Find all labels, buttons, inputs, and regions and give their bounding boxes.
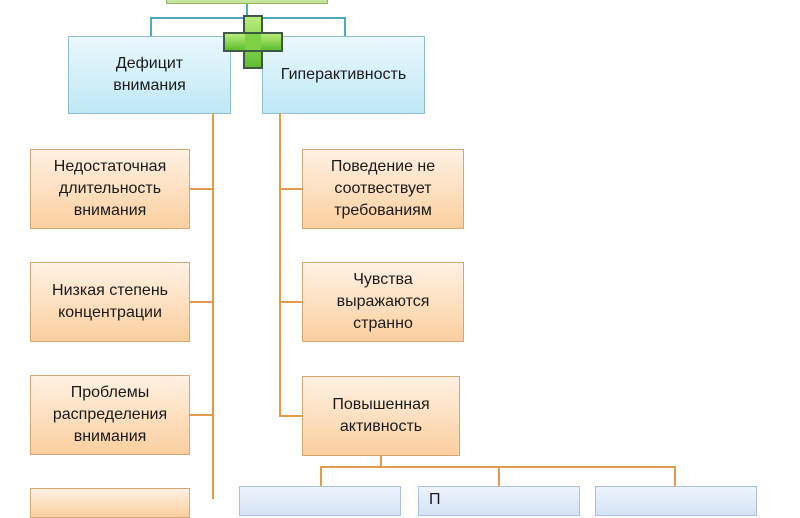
- bottom-item-2-label: П: [429, 491, 441, 508]
- left-branch-3: [190, 414, 214, 416]
- right-branch-3: [279, 415, 302, 417]
- bottom-drop: [380, 456, 382, 468]
- right-branch-2: [279, 301, 302, 303]
- connector-top-right-drop: [344, 17, 346, 37]
- right-spine: [279, 114, 281, 417]
- left-item-3: Проблемы распределения внимания: [30, 375, 190, 455]
- left-branch-2: [190, 301, 214, 303]
- left-branch-1: [190, 188, 214, 190]
- left-item-2: Низкая степень концентрации: [30, 262, 190, 342]
- right-item-2: Чувства выражаются странно: [302, 262, 464, 342]
- right-item-1-label: Поведение не соотвествует требованиям: [330, 158, 436, 219]
- left-item-1-label: Недостаточная длительность внимания: [53, 158, 167, 219]
- top-box: [166, 0, 328, 4]
- right-item-1: Поведение не соотвествует требованиям: [302, 149, 464, 229]
- plus-icon: [223, 15, 283, 69]
- left-item-4: [30, 488, 190, 518]
- left-item-3-label: Проблемы распределения внимания: [52, 384, 168, 445]
- right-branch-1: [279, 188, 302, 190]
- left-spine: [212, 114, 214, 499]
- left-item-2-label: Низкая степень концентрации: [52, 282, 168, 321]
- right-category-label: Гиперактивность: [280, 66, 407, 83]
- right-item-2-label: Чувства выражаются странно: [336, 271, 430, 332]
- bottom-mid-drop: [498, 466, 500, 486]
- bottom-item-2: П: [418, 486, 580, 516]
- right-item-3-label: Повышенная активность: [332, 396, 430, 435]
- left-category-label: Дефицит внимания: [113, 55, 186, 94]
- bottom-left-drop: [320, 466, 322, 486]
- left-item-1: Недостаточная длительность внимания: [30, 149, 190, 229]
- right-item-3: Повышенная активность: [302, 376, 460, 456]
- connector-top-left-drop: [150, 17, 152, 37]
- right-category-box: Гиперактивность: [262, 36, 425, 114]
- left-category-box: Дефицит внимания: [68, 36, 231, 114]
- bottom-right-drop: [674, 466, 676, 486]
- bottom-item-3: [595, 486, 757, 516]
- connector-top-vertical: [246, 4, 248, 18]
- bottom-item-1: [239, 486, 401, 516]
